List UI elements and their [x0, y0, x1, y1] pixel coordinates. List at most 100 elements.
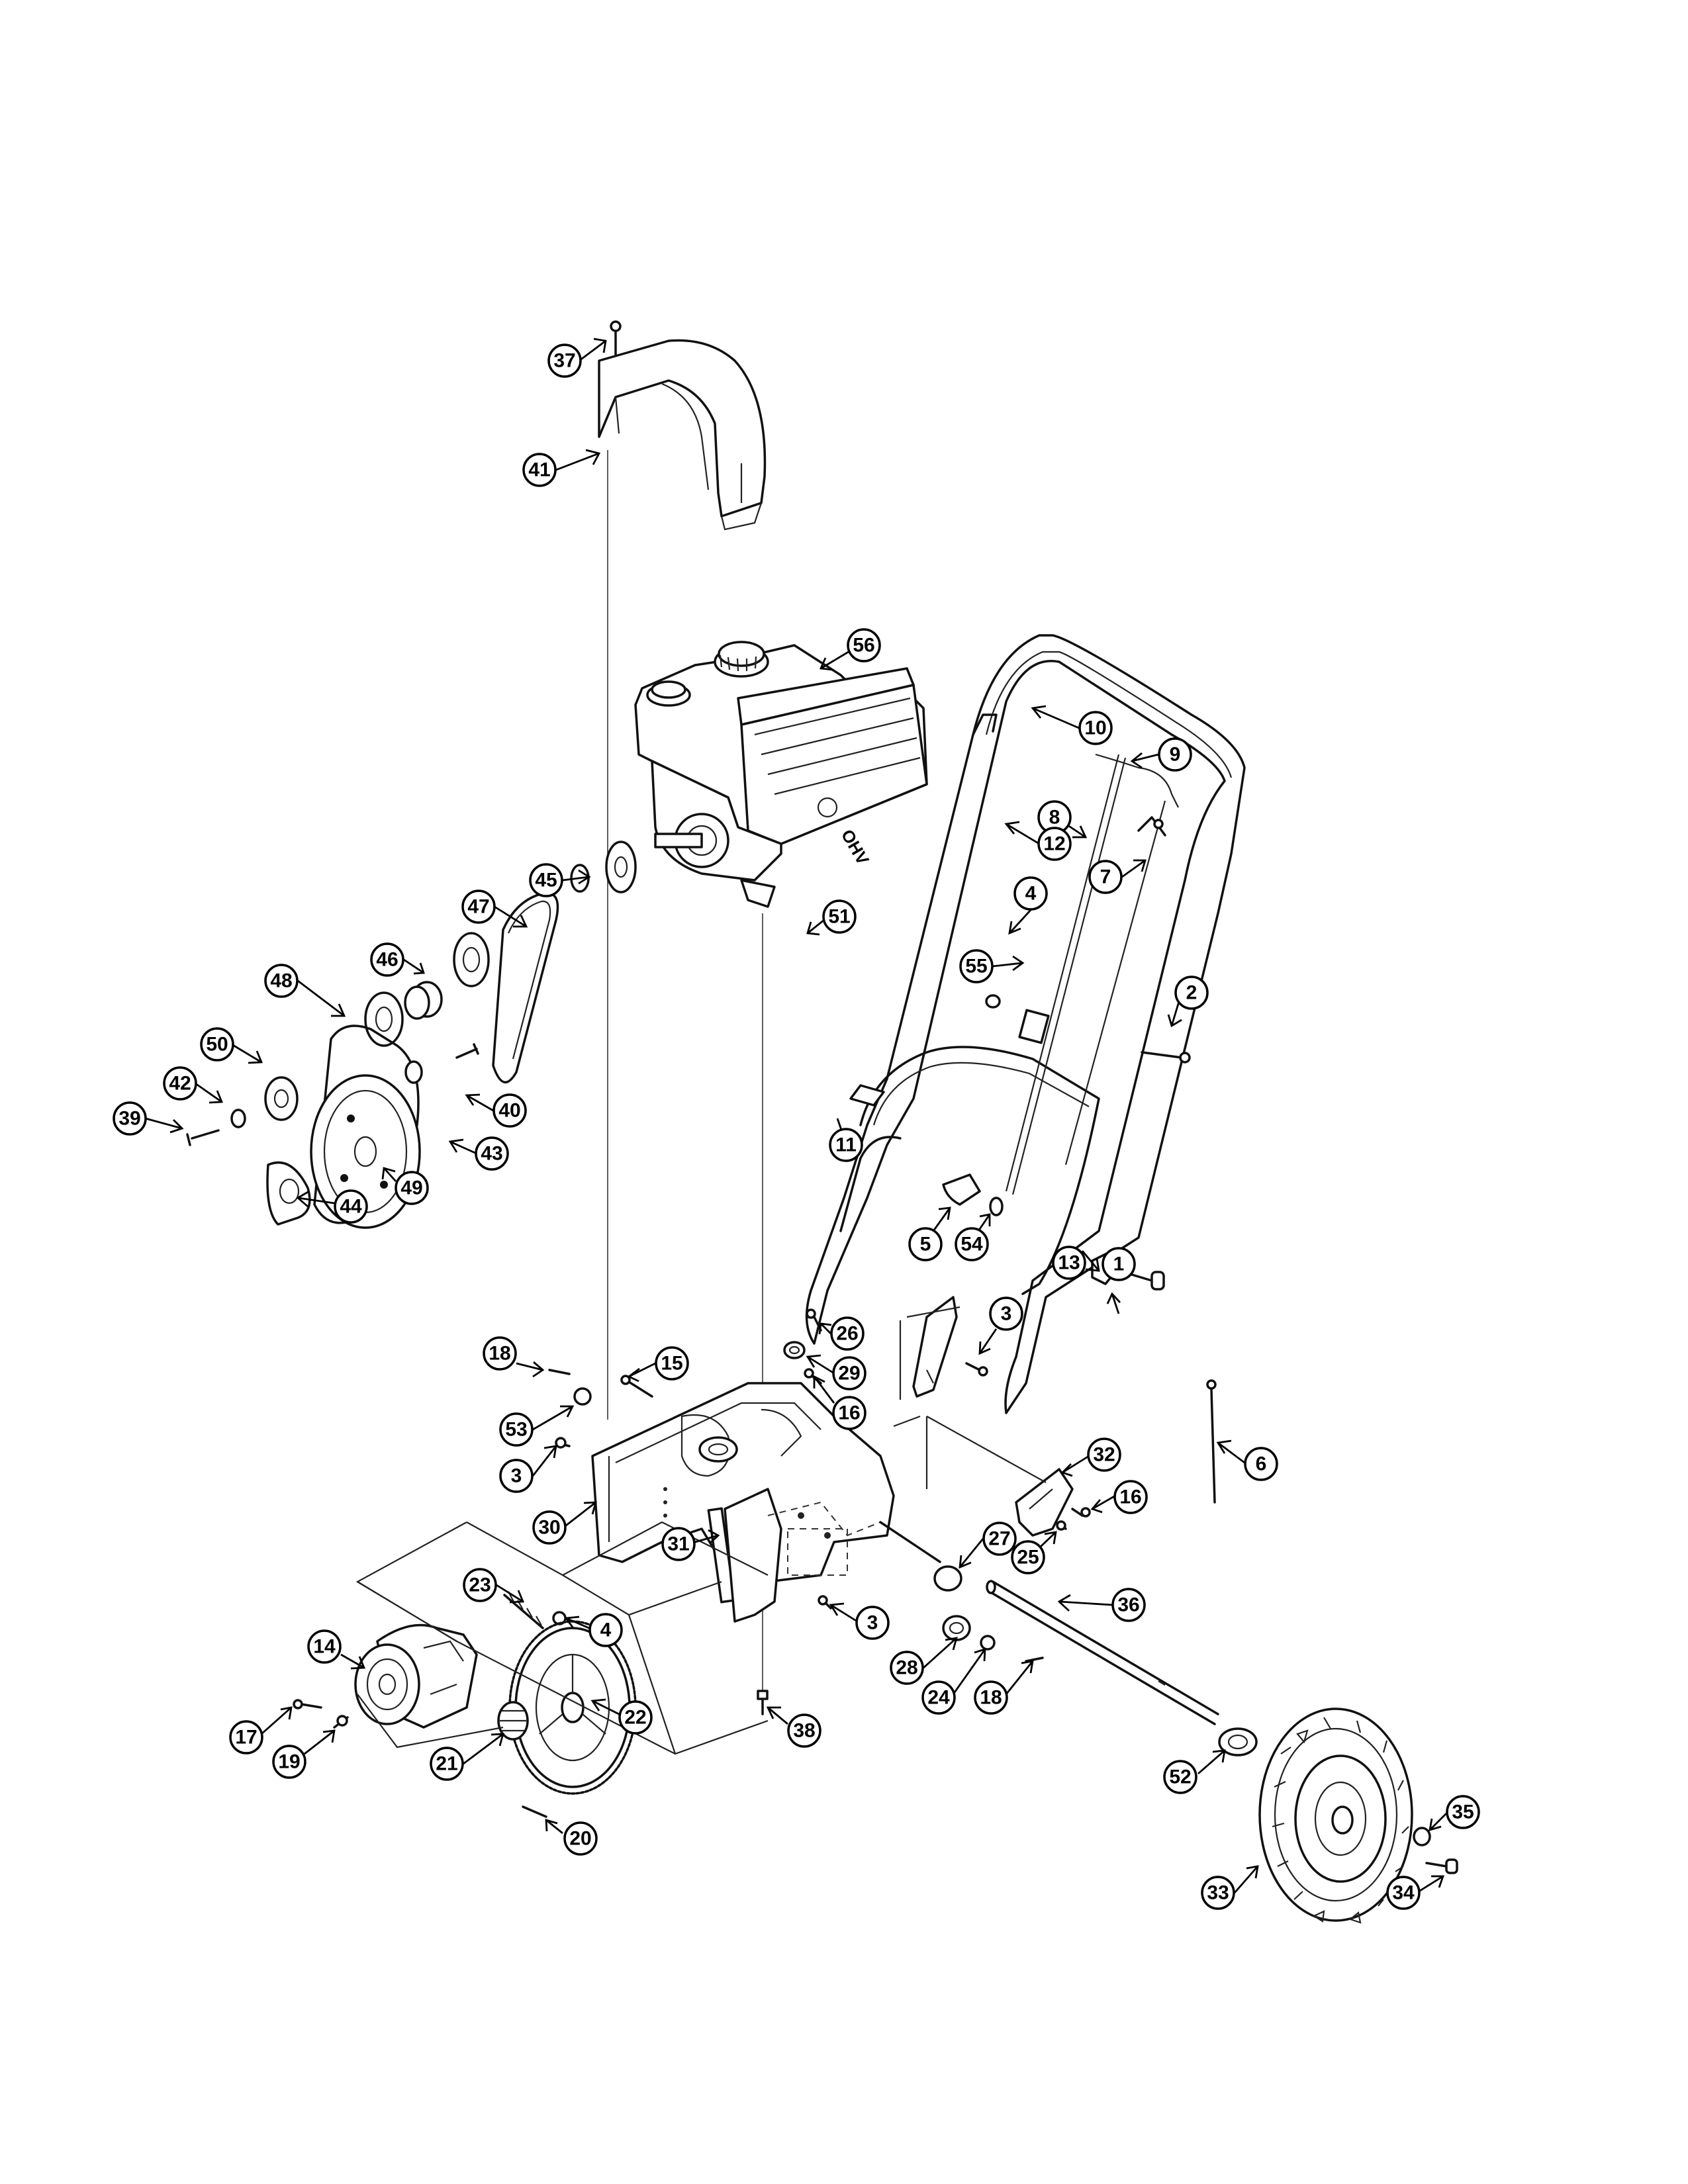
- callout-33: 33: [1201, 1876, 1235, 1910]
- callout-label: 21: [436, 1753, 457, 1775]
- callout-16-bracket: 16: [1113, 1480, 1148, 1514]
- callout-45: 45: [529, 863, 563, 897]
- callout-label: 31: [667, 1533, 689, 1555]
- callout-label: 33: [1207, 1882, 1229, 1904]
- callout-label: 8: [1049, 807, 1060, 829]
- engine-part: OHV: [634, 641, 928, 908]
- callout-label: 30: [538, 1517, 560, 1539]
- callout-label: 32: [1093, 1444, 1115, 1466]
- callout-21: 21: [430, 1747, 464, 1781]
- callout-label: 44: [340, 1196, 362, 1218]
- callout-label: 28: [896, 1657, 917, 1679]
- axle-wheel-parts: [986, 1580, 1458, 1924]
- callout-47: 47: [461, 889, 496, 924]
- callout-55: 55: [959, 949, 994, 983]
- callout-53: 53: [499, 1412, 534, 1447]
- callout-label: 35: [1452, 1801, 1474, 1823]
- callout-label: 12: [1043, 833, 1065, 855]
- callout-6: 6: [1244, 1447, 1278, 1481]
- belt-cover-part: [598, 339, 767, 531]
- callout-34: 34: [1386, 1876, 1421, 1910]
- callouts: 37 41 56 10 9 8 12 7 45 47 51 4 55 46 48…: [113, 343, 1480, 1910]
- callout-31: 31: [661, 1527, 696, 1561]
- callout-32: 32: [1087, 1437, 1121, 1472]
- callout-leaders: [145, 338, 1447, 1894]
- callout-11: 11: [829, 1128, 863, 1162]
- callout-label: 51: [828, 906, 850, 928]
- callout-2: 2: [1174, 976, 1209, 1010]
- callout-label: 20: [569, 1828, 591, 1850]
- callout-label: 41: [528, 459, 550, 481]
- engine-badge: OHV: [837, 826, 873, 868]
- callout-label: 50: [206, 1034, 228, 1056]
- callout-label: 38: [793, 1720, 815, 1742]
- callout-38: 38: [787, 1713, 821, 1748]
- callout-label: 36: [1117, 1594, 1139, 1616]
- callout-label: 37: [553, 350, 575, 372]
- callout-label: 1: [1113, 1253, 1125, 1275]
- callout-label: 40: [498, 1100, 520, 1122]
- callout-label: 56: [853, 635, 874, 657]
- callout-label: 15: [661, 1353, 682, 1375]
- callout-51: 51: [822, 899, 857, 934]
- callout-label: 26: [836, 1323, 858, 1345]
- callout-17: 17: [229, 1720, 263, 1754]
- callout-label: 5: [920, 1234, 931, 1255]
- callout-28: 28: [890, 1651, 924, 1685]
- callout-label: 3: [1001, 1303, 1012, 1325]
- callout-label: 3: [867, 1612, 878, 1634]
- callout-56: 56: [847, 628, 881, 662]
- callout-25: 25: [1011, 1540, 1045, 1574]
- callout-46: 46: [370, 942, 404, 977]
- callout-label: 6: [1256, 1453, 1267, 1475]
- callout-42: 42: [163, 1066, 197, 1101]
- callout-10: 10: [1078, 711, 1113, 745]
- callout-22: 22: [618, 1700, 653, 1735]
- callout-3-handle: 3: [989, 1297, 1023, 1331]
- callout-13: 13: [1052, 1246, 1086, 1280]
- callout-54: 54: [955, 1227, 989, 1261]
- callout-48: 48: [264, 964, 299, 998]
- callout-3-axle: 3: [855, 1606, 890, 1640]
- callout-label: 43: [481, 1143, 502, 1165]
- callout-label: 48: [270, 970, 292, 992]
- cover-screw-part: [610, 320, 622, 355]
- callout-label: 19: [278, 1751, 300, 1773]
- callout-label: 16: [838, 1402, 860, 1424]
- callout-label: 7: [1100, 866, 1111, 888]
- callout-label: 34: [1392, 1882, 1415, 1904]
- callout-23: 23: [463, 1568, 497, 1602]
- callout-label: 54: [961, 1234, 983, 1255]
- callout-label: 45: [535, 870, 557, 891]
- callout-label: 11: [835, 1134, 857, 1156]
- callout-label: 10: [1084, 717, 1106, 739]
- callout-label: 49: [400, 1177, 422, 1199]
- callout-label: 16: [1119, 1486, 1141, 1508]
- pulleys-belts-parts: [186, 841, 637, 1229]
- callout-27: 27: [982, 1522, 1017, 1556]
- assembly-outlines: [355, 1306, 1047, 1755]
- callout-4-top: 4: [1013, 876, 1048, 911]
- callout-36: 36: [1111, 1588, 1146, 1622]
- callout-44: 44: [334, 1189, 368, 1224]
- callout-1: 1: [1102, 1247, 1136, 1281]
- callout-30: 30: [532, 1510, 567, 1545]
- callout-label: 14: [313, 1636, 336, 1658]
- callout-label: 18: [980, 1687, 1002, 1709]
- callout-41: 41: [522, 453, 557, 487]
- callout-label: 39: [118, 1108, 140, 1130]
- callout-5: 5: [908, 1227, 943, 1261]
- callout-12: 12: [1037, 827, 1072, 861]
- callout-26: 26: [830, 1316, 865, 1351]
- callout-29: 29: [832, 1356, 867, 1390]
- callout-3-frame: 3: [499, 1459, 534, 1493]
- callout-40: 40: [492, 1093, 527, 1128]
- callout-label: 13: [1058, 1252, 1080, 1274]
- callout-43: 43: [475, 1136, 509, 1171]
- callout-19: 19: [272, 1745, 306, 1779]
- callout-49: 49: [395, 1171, 429, 1205]
- callout-label: 17: [235, 1727, 257, 1749]
- callout-label: 55: [965, 956, 987, 978]
- callout-35: 35: [1446, 1795, 1480, 1829]
- callout-label: 2: [1186, 982, 1197, 1004]
